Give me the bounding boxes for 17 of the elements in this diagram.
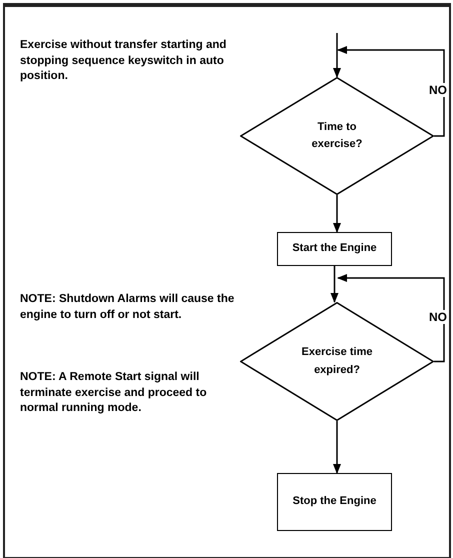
node-text: Stop the Engine [292,494,376,510]
edge-label: NO [428,310,448,324]
arrow [333,421,341,474]
node-text: Time to exercise? [310,120,364,152]
arrow [330,266,338,303]
edge-label: NO [428,83,448,97]
arrow [337,46,445,137]
node-text: Start the Engine [292,241,377,256]
node-text: Exercise time expired? [300,345,374,378]
process-box [277,473,392,531]
note-text: NOTE: Shutdown Alarms will cause the engine to turn off or not start. [20,292,235,323]
arrow [333,195,341,233]
arrow [337,274,445,362]
note-text: NOTE: A Remote Start signal will terminate exercise and proceed to normal running mode. [20,370,208,416]
note-text: Exercise without transfer starting and stopping sequence keyswitch in auto position. [20,38,228,84]
process-box [277,232,392,266]
arrow [333,33,341,78]
